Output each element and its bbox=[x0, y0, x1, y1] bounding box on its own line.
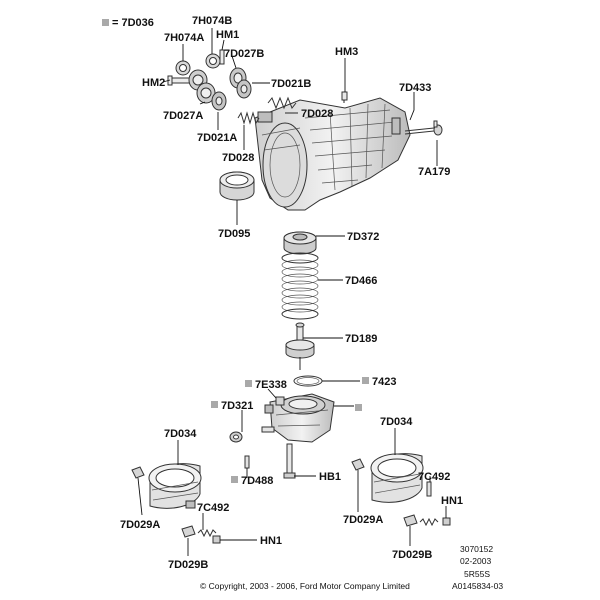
callout-labels: 7H074B 7H074A HM1 7D027B HM2 7D021B HM3 … bbox=[120, 15, 463, 571]
legend-marker-square bbox=[102, 19, 109, 26]
part-HN1-nut-bottom bbox=[212, 535, 221, 544]
label-7D466: 7D466 bbox=[345, 275, 377, 287]
legend-text: = 7D036 bbox=[112, 17, 154, 29]
part-7D372-piston bbox=[283, 231, 317, 255]
part-7D034-band-left bbox=[148, 463, 202, 509]
part-7H074A-ring bbox=[175, 60, 191, 76]
part-7D189-rod bbox=[285, 322, 315, 359]
label-7D027B: 7D027B bbox=[224, 48, 264, 60]
label-7E338: 7E338 bbox=[255, 379, 287, 391]
label-7D029A-left: 7D029A bbox=[120, 519, 160, 531]
label-7D095: 7D095 bbox=[218, 228, 250, 240]
copyright-text: © Copyright, 2003 - 2006, Ford Motor Com… bbox=[200, 581, 410, 591]
label-7A179: 7A179 bbox=[418, 166, 450, 178]
part-HM2-bolt bbox=[167, 75, 191, 86]
label-HN1-bottom: HN1 bbox=[260, 535, 282, 547]
marker-7D488 bbox=[231, 476, 238, 483]
marker-7E338 bbox=[245, 380, 252, 387]
part-7423-o-ring bbox=[293, 375, 323, 387]
label-7D321: 7D321 bbox=[221, 400, 253, 412]
label-7D433: 7D433 bbox=[399, 82, 431, 94]
part-7D021B-piston bbox=[236, 79, 252, 99]
part-7C492-adjuster-right bbox=[419, 481, 439, 527]
part-HB1-bolt bbox=[283, 443, 296, 479]
label-7C492-right: 7C492 bbox=[418, 471, 450, 483]
label-7D029B-left: 7D029B bbox=[168, 559, 208, 571]
label-HM1-top: HM1 bbox=[216, 29, 239, 41]
part-7D028-spring-left bbox=[237, 111, 260, 125]
part-7D095-seal bbox=[219, 171, 255, 201]
part-7H074B-ring bbox=[205, 53, 221, 69]
reference-line-3: 5R55S bbox=[464, 569, 490, 579]
part-7D433-rod bbox=[404, 127, 435, 135]
part-7D321-screw bbox=[229, 426, 275, 443]
marker-7423 bbox=[362, 377, 369, 384]
part-7D021A-piston bbox=[211, 91, 227, 111]
part-7D029A-strut-right bbox=[351, 458, 365, 471]
label-7H074B: 7H074B bbox=[192, 15, 232, 27]
label-7C492-left: 7C492 bbox=[197, 502, 229, 514]
label-HB1: HB1 bbox=[319, 471, 341, 483]
part-7D029A-strut-left bbox=[131, 466, 145, 479]
transmission-case bbox=[254, 97, 411, 211]
leader-lines bbox=[137, 28, 447, 556]
reference-line-4: A0145834-03 bbox=[452, 581, 503, 591]
part-7C492-adjuster-left bbox=[197, 528, 217, 538]
label-7423: 7423 bbox=[372, 376, 396, 388]
legend: = 7D036 bbox=[102, 17, 154, 29]
reference-line-2: 02-2003 bbox=[460, 556, 491, 566]
part-7D028-spring-right bbox=[267, 96, 297, 110]
label-7D029A-right: 7D029A bbox=[343, 514, 383, 526]
label-HM3: HM3 bbox=[335, 46, 358, 58]
label-7D021A: 7D021A bbox=[197, 132, 237, 144]
servo-body bbox=[264, 393, 335, 443]
label-7H074A: 7H074A bbox=[164, 32, 204, 44]
label-7D028-right: 7D028 bbox=[301, 108, 333, 120]
label-7D488: 7D488 bbox=[241, 475, 273, 487]
label-7D021B: 7D021B bbox=[271, 78, 311, 90]
label-7D189: 7D189 bbox=[345, 333, 377, 345]
part-7D027A-cover bbox=[188, 69, 216, 104]
marker-7D321 bbox=[211, 401, 218, 408]
label-HM2: HM2 bbox=[142, 77, 165, 89]
part-7D466-spring bbox=[281, 252, 319, 320]
label-7D028-left: 7D028 bbox=[222, 152, 254, 164]
part-7D034-band-right bbox=[370, 453, 424, 503]
servo-body-7D036-marker bbox=[355, 404, 362, 411]
label-7D027A: 7D027A bbox=[163, 110, 203, 122]
part-HM3-bolt bbox=[341, 91, 348, 103]
label-HN1-right: HN1 bbox=[441, 495, 463, 507]
reference-block: 3070152 02-2003 5R55S A0145834-03 bbox=[452, 544, 503, 591]
part-7D029B-strut-right bbox=[403, 514, 418, 527]
label-7D372: 7D372 bbox=[347, 231, 379, 243]
label-7D034-right: 7D034 bbox=[380, 416, 413, 428]
label-7D034-left: 7D034 bbox=[164, 428, 197, 440]
part-HN1-nut-right bbox=[442, 517, 451, 526]
part-7D488-stud bbox=[244, 455, 250, 469]
label-7D029B-right: 7D029B bbox=[392, 549, 432, 561]
part-7A179-fitting bbox=[433, 120, 443, 136]
part-7E338-plug bbox=[275, 396, 285, 406]
reference-line-1: 3070152 bbox=[460, 544, 493, 554]
part-7D029B-strut-left bbox=[181, 525, 196, 538]
